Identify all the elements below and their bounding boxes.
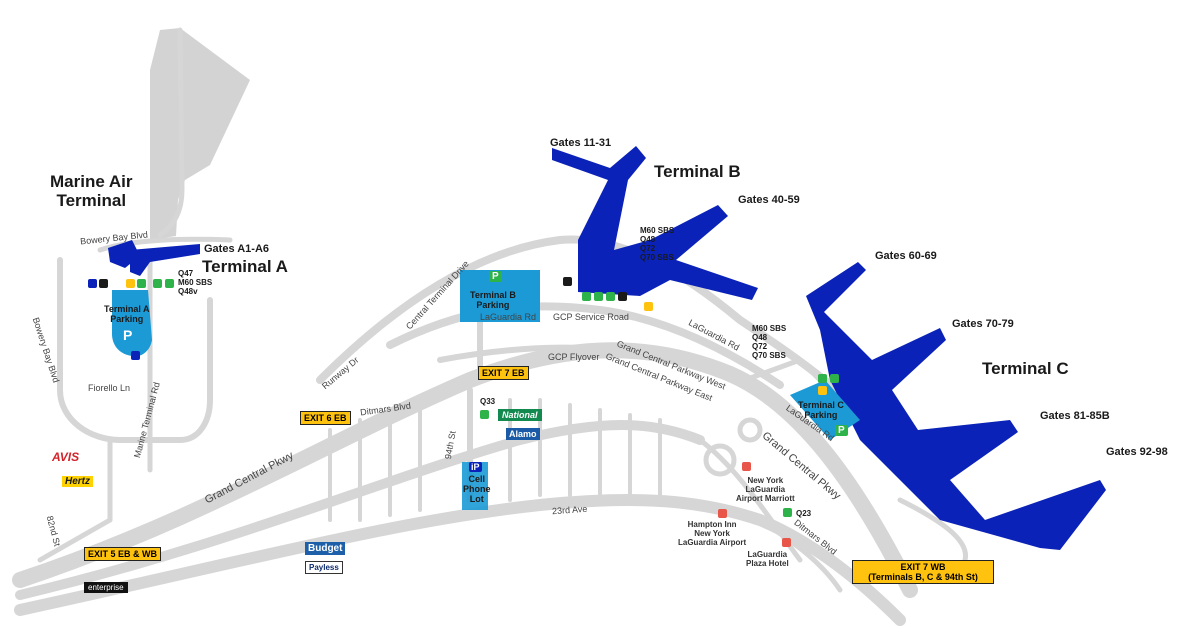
- hotel-icon: [782, 538, 791, 547]
- terminal-b-building: [552, 146, 758, 300]
- taxi-icon: [818, 386, 827, 395]
- national-logo: National: [498, 409, 542, 421]
- avis-logo: AVIS: [52, 450, 80, 464]
- terminal-c-building: [806, 262, 1106, 550]
- terminal-c-bus-routes: M60 SBS Q48 Q72 Q70 SBS: [752, 324, 787, 360]
- hotel-plaza-label: LaGuardia Plaza Hotel: [746, 550, 789, 568]
- terminal-c-parking-label: Terminal C Parking: [798, 400, 844, 420]
- terminal-b-bus-routes: M60 SBS Q48 Q72 Q70 SBS: [640, 226, 675, 262]
- gates-a-label: Gates A1-A6: [204, 243, 270, 255]
- terminal-c-parking-symbol: P: [835, 425, 848, 436]
- gates-11-31-label: Gates 11-31: [550, 137, 612, 149]
- exit-5-sign: EXIT 5 EB & WB: [84, 547, 162, 561]
- bus-icon: [783, 508, 792, 517]
- hotel-icon: [718, 509, 727, 518]
- road-fiorello-ln: Fiorello Ln: [88, 383, 131, 393]
- bus-icon: [842, 374, 851, 383]
- terminal-a-parking-symbol: P: [123, 327, 133, 343]
- terminal-b-parking-label: Terminal B Parking: [470, 290, 516, 310]
- taxi-icon: [126, 279, 135, 288]
- gates-92-98-label: Gates 92-98: [1106, 446, 1168, 458]
- gates-40-59-label: Gates 40-59: [738, 194, 800, 206]
- terminal-a-parking-label: Terminal A Parking: [104, 304, 150, 324]
- cell-phone-lot-area: [462, 462, 488, 510]
- bus-icon: [88, 279, 97, 288]
- terminal-a-parking-lot: [112, 290, 152, 357]
- gates-60-69-label: Gates 60-69: [875, 250, 937, 262]
- bus-icon: [818, 374, 827, 383]
- payless-logo: Payless: [305, 561, 343, 574]
- hotel-marriott-label: New York LaGuardia Airport Marriott: [736, 476, 795, 503]
- bus-icon: [830, 374, 839, 383]
- hertz-logo: Hertz: [62, 476, 94, 487]
- taxi-icon: [99, 279, 108, 288]
- bus-icon: [606, 292, 615, 301]
- bus-icon: [582, 292, 591, 301]
- terminal-a-bus-routes: Q47 M60 SBS Q48v: [178, 269, 213, 296]
- cell-phone-lot-symbol: iP: [469, 462, 482, 472]
- bus-icon: [480, 410, 489, 419]
- terminal-buildings: [108, 146, 1106, 550]
- terminal-b-parking-symbol: P: [489, 271, 502, 282]
- bus-icon: [137, 279, 146, 288]
- terminal-c-label: Terminal C: [982, 359, 1069, 378]
- hotel-icon: [742, 462, 751, 471]
- cell-phone-lot-label: Cell Phone Lot: [463, 474, 491, 504]
- terminal-a-building: [130, 244, 200, 276]
- road-laguardia-rd-b: LaGuardia Rd: [480, 312, 537, 322]
- terminal-a-label: Terminal A: [202, 257, 288, 276]
- bus-icon: [594, 292, 603, 301]
- exit-7-wb-sign: EXIT 7 WB (Terminals B, C & 94th St): [852, 560, 994, 584]
- terminal-b-label: Terminal B: [654, 162, 741, 181]
- road-gcp-service-road: GCP Service Road: [553, 312, 629, 322]
- alamo-logo: Alamo: [506, 428, 540, 440]
- airfield-area: [150, 28, 250, 240]
- q23-bus-label: Q23: [796, 509, 812, 518]
- budget-logo: Budget: [305, 542, 346, 555]
- walking-icon: [563, 277, 572, 286]
- gates-70-79-label: Gates 70-79: [952, 318, 1014, 330]
- q33-bus-label: Q33: [480, 397, 496, 406]
- bus-icon: [131, 351, 140, 360]
- exit-6-eb-sign: EXIT 6 EB: [300, 411, 351, 425]
- road-gcp-flyover: GCP Flyover: [548, 352, 600, 362]
- bus-icon: [165, 279, 174, 288]
- hotel-hampton-label: Hampton Inn New York LaGuardia Airport: [678, 520, 747, 547]
- marine-air-terminal-label: Marine Air Terminal: [50, 172, 133, 210]
- gates-81-85b-label: Gates 81-85B: [1040, 410, 1110, 422]
- bus-icon: [153, 279, 162, 288]
- taxi-icon: [644, 302, 653, 311]
- enterprise-logo: enterprise: [84, 582, 128, 593]
- exit-7-eb-sign: EXIT 7 EB: [478, 366, 529, 380]
- taxi-icon: [618, 292, 627, 301]
